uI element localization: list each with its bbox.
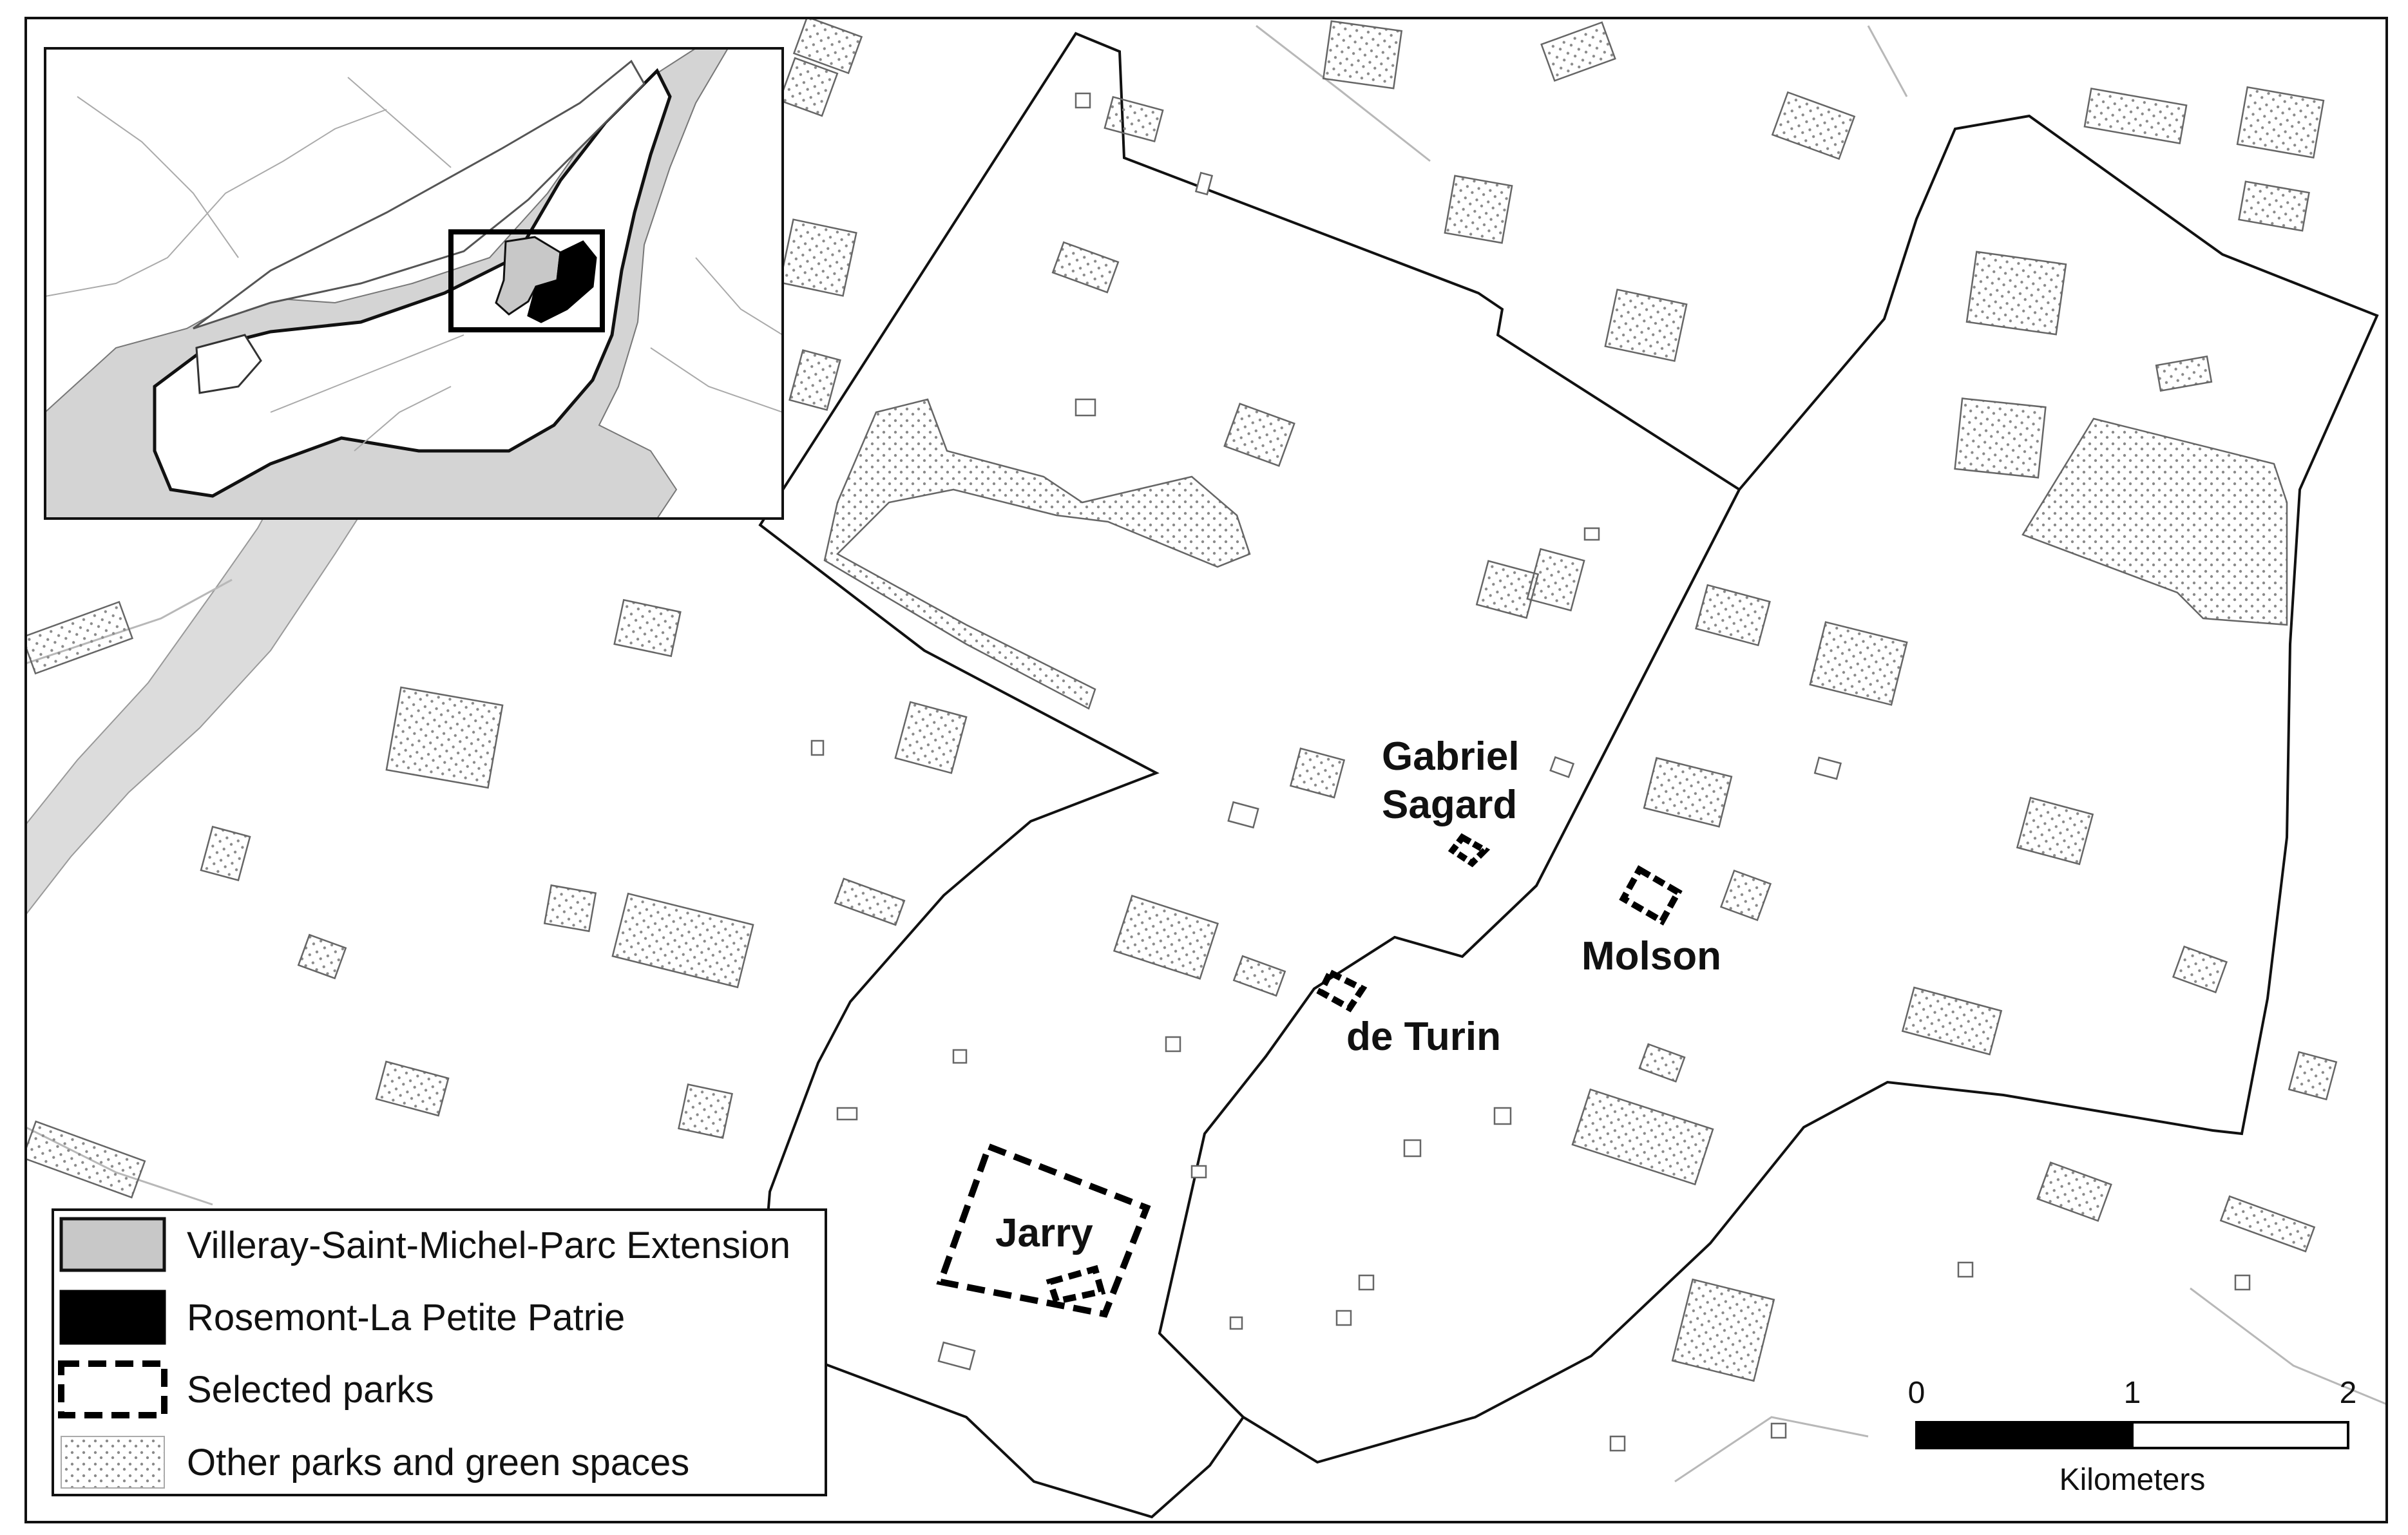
label-jarry: Jarry	[995, 1211, 1093, 1255]
legend-swatch-selected	[58, 1360, 167, 1418]
scale-unit: Kilometers	[2059, 1463, 2206, 1497]
park-gabriel-sagard	[1448, 833, 1491, 868]
scale-bar: 0 1 2 Kilometers	[1908, 1376, 2357, 1497]
villeray-boundary	[758, 32, 1741, 1519]
label-molson: Molson	[1581, 934, 1721, 978]
park-jarry	[936, 1142, 1151, 1318]
legend: Villeray-Saint-Michel-Parc Extension Ros…	[52, 1208, 827, 1496]
legend-swatch-other	[61, 1436, 165, 1489]
inset-map	[44, 47, 784, 520]
scale-tick-1: 1	[2124, 1376, 2141, 1410]
small-parcels	[810, 92, 2251, 1452]
inset-villeray	[495, 236, 562, 316]
legend-label-rosemont: Rosemont-La Petite Patrie	[187, 1297, 625, 1339]
label-de-turin: de Turin	[1346, 1015, 1501, 1059]
park-de-turin	[1316, 968, 1368, 1013]
inset-island	[153, 68, 672, 498]
legend-label-selected: Selected parks	[187, 1369, 434, 1411]
inset-rosemont	[527, 240, 597, 323]
legend-swatch-villeray	[59, 1217, 166, 1272]
scale-tick-2: 2	[2340, 1376, 2357, 1410]
scale-segment-black	[1915, 1421, 2134, 1449]
park-jarry-inner	[1046, 1264, 1106, 1305]
map-frame	[24, 17, 2388, 1523]
park-molson	[1619, 865, 1683, 926]
label-gabriel: Gabriel	[1382, 734, 1520, 779]
inset-locator-box	[448, 229, 605, 332]
scale-tick-0: 0	[1908, 1376, 1925, 1410]
selected-parks	[936, 833, 1683, 1318]
main-map: Gabriel Sagard Molson de Turin Jarry	[26, 18, 2387, 1519]
legend-swatch-rosemont	[59, 1290, 166, 1345]
legend-label-villeray: Villeray-Saint-Michel-Parc Extension	[187, 1225, 790, 1266]
inset-lines	[45, 77, 783, 452]
other-parks	[26, 18, 2338, 1382]
legend-box	[52, 1208, 827, 1496]
legend-label-other: Other parks and green spaces	[187, 1442, 689, 1483]
label-sagard: Sagard	[1382, 783, 1517, 827]
inset-laval	[193, 59, 645, 330]
scale-segment-white	[2131, 1421, 2349, 1449]
